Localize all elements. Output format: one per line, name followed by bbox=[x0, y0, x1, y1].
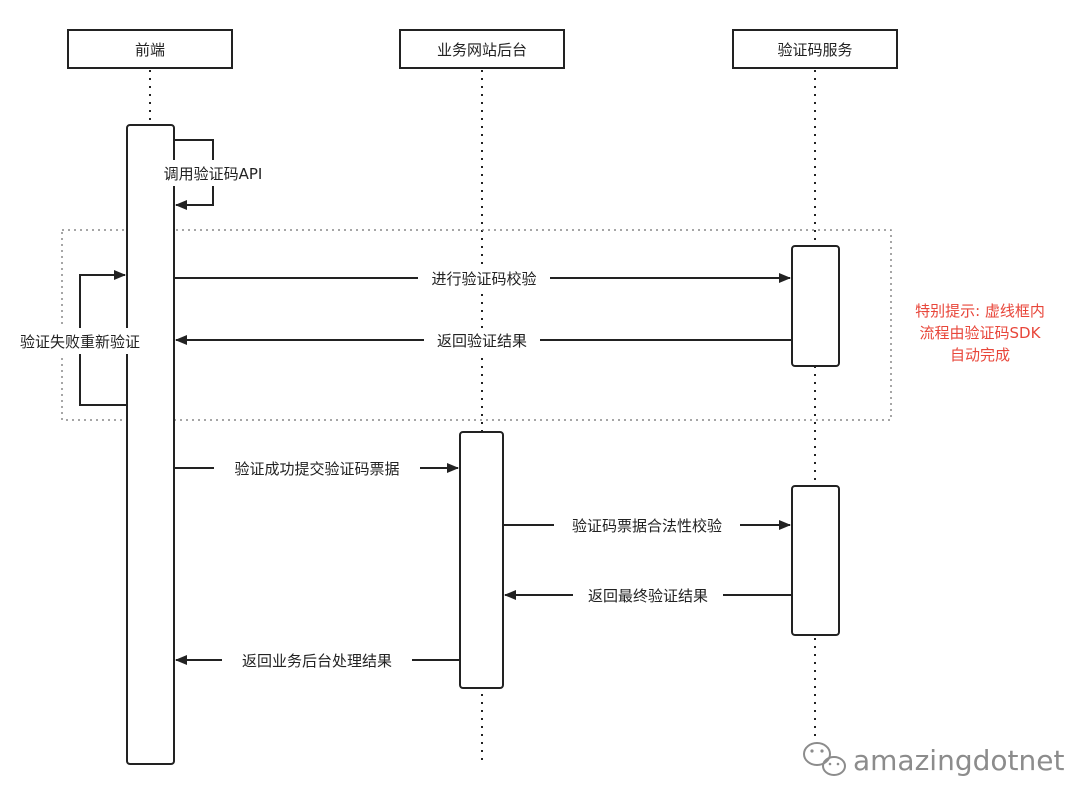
activation-frontend bbox=[126, 124, 175, 765]
watermark-text: amazingdotnet bbox=[853, 744, 1064, 777]
sdk-note: 特别提示: 虚线框内 流程由验证码SDK 自动完成 bbox=[915, 302, 1045, 364]
business-result-label: 返回业务后台处理结果 bbox=[242, 652, 392, 670]
participant-frontend: 前端 bbox=[67, 29, 233, 69]
retry-label: 验证失败重新验证 bbox=[20, 333, 140, 351]
submit-ticket-label-bg bbox=[214, 456, 420, 480]
self-call-label: 调用验证码API bbox=[164, 165, 263, 183]
note-line-3: 自动完成 bbox=[950, 346, 1010, 364]
wechat-icon bbox=[803, 742, 846, 776]
watermark: amazingdotnet bbox=[803, 742, 1064, 777]
activation-captcha-1 bbox=[791, 245, 840, 367]
self-call-label-bg bbox=[150, 160, 274, 186]
submit-ticket-label: 验证成功提交验证码票据 bbox=[234, 460, 399, 478]
activation-captcha-2 bbox=[791, 485, 840, 636]
note-line-2: 流程由验证码SDK bbox=[920, 324, 1042, 342]
return-result-label: 返回验证结果 bbox=[437, 332, 527, 350]
validate-ticket-label-bg bbox=[554, 513, 740, 537]
participant-captcha-service: 验证码服务 bbox=[732, 29, 898, 69]
final-result-label-bg bbox=[573, 583, 723, 607]
retry-label-bg bbox=[6, 328, 154, 354]
participant-backend-label: 业务网站后台 bbox=[437, 41, 527, 59]
final-result-label: 返回最终验证结果 bbox=[588, 587, 708, 605]
return-result-label-bg bbox=[424, 328, 540, 352]
business-result-label-bg bbox=[222, 648, 412, 672]
activation-backend bbox=[459, 431, 504, 689]
verify-label: 进行验证码校验 bbox=[431, 270, 536, 288]
note-line-1: 特别提示: 虚线框内 bbox=[915, 302, 1045, 320]
sdk-dotted-frame bbox=[61, 229, 892, 421]
validate-ticket-label: 验证码票据合法性校验 bbox=[572, 517, 722, 535]
participant-backend: 业务网站后台 bbox=[399, 29, 565, 69]
verify-label-bg bbox=[418, 266, 550, 290]
participant-frontend-label: 前端 bbox=[135, 41, 165, 59]
participant-captcha-service-label: 验证码服务 bbox=[777, 41, 852, 59]
